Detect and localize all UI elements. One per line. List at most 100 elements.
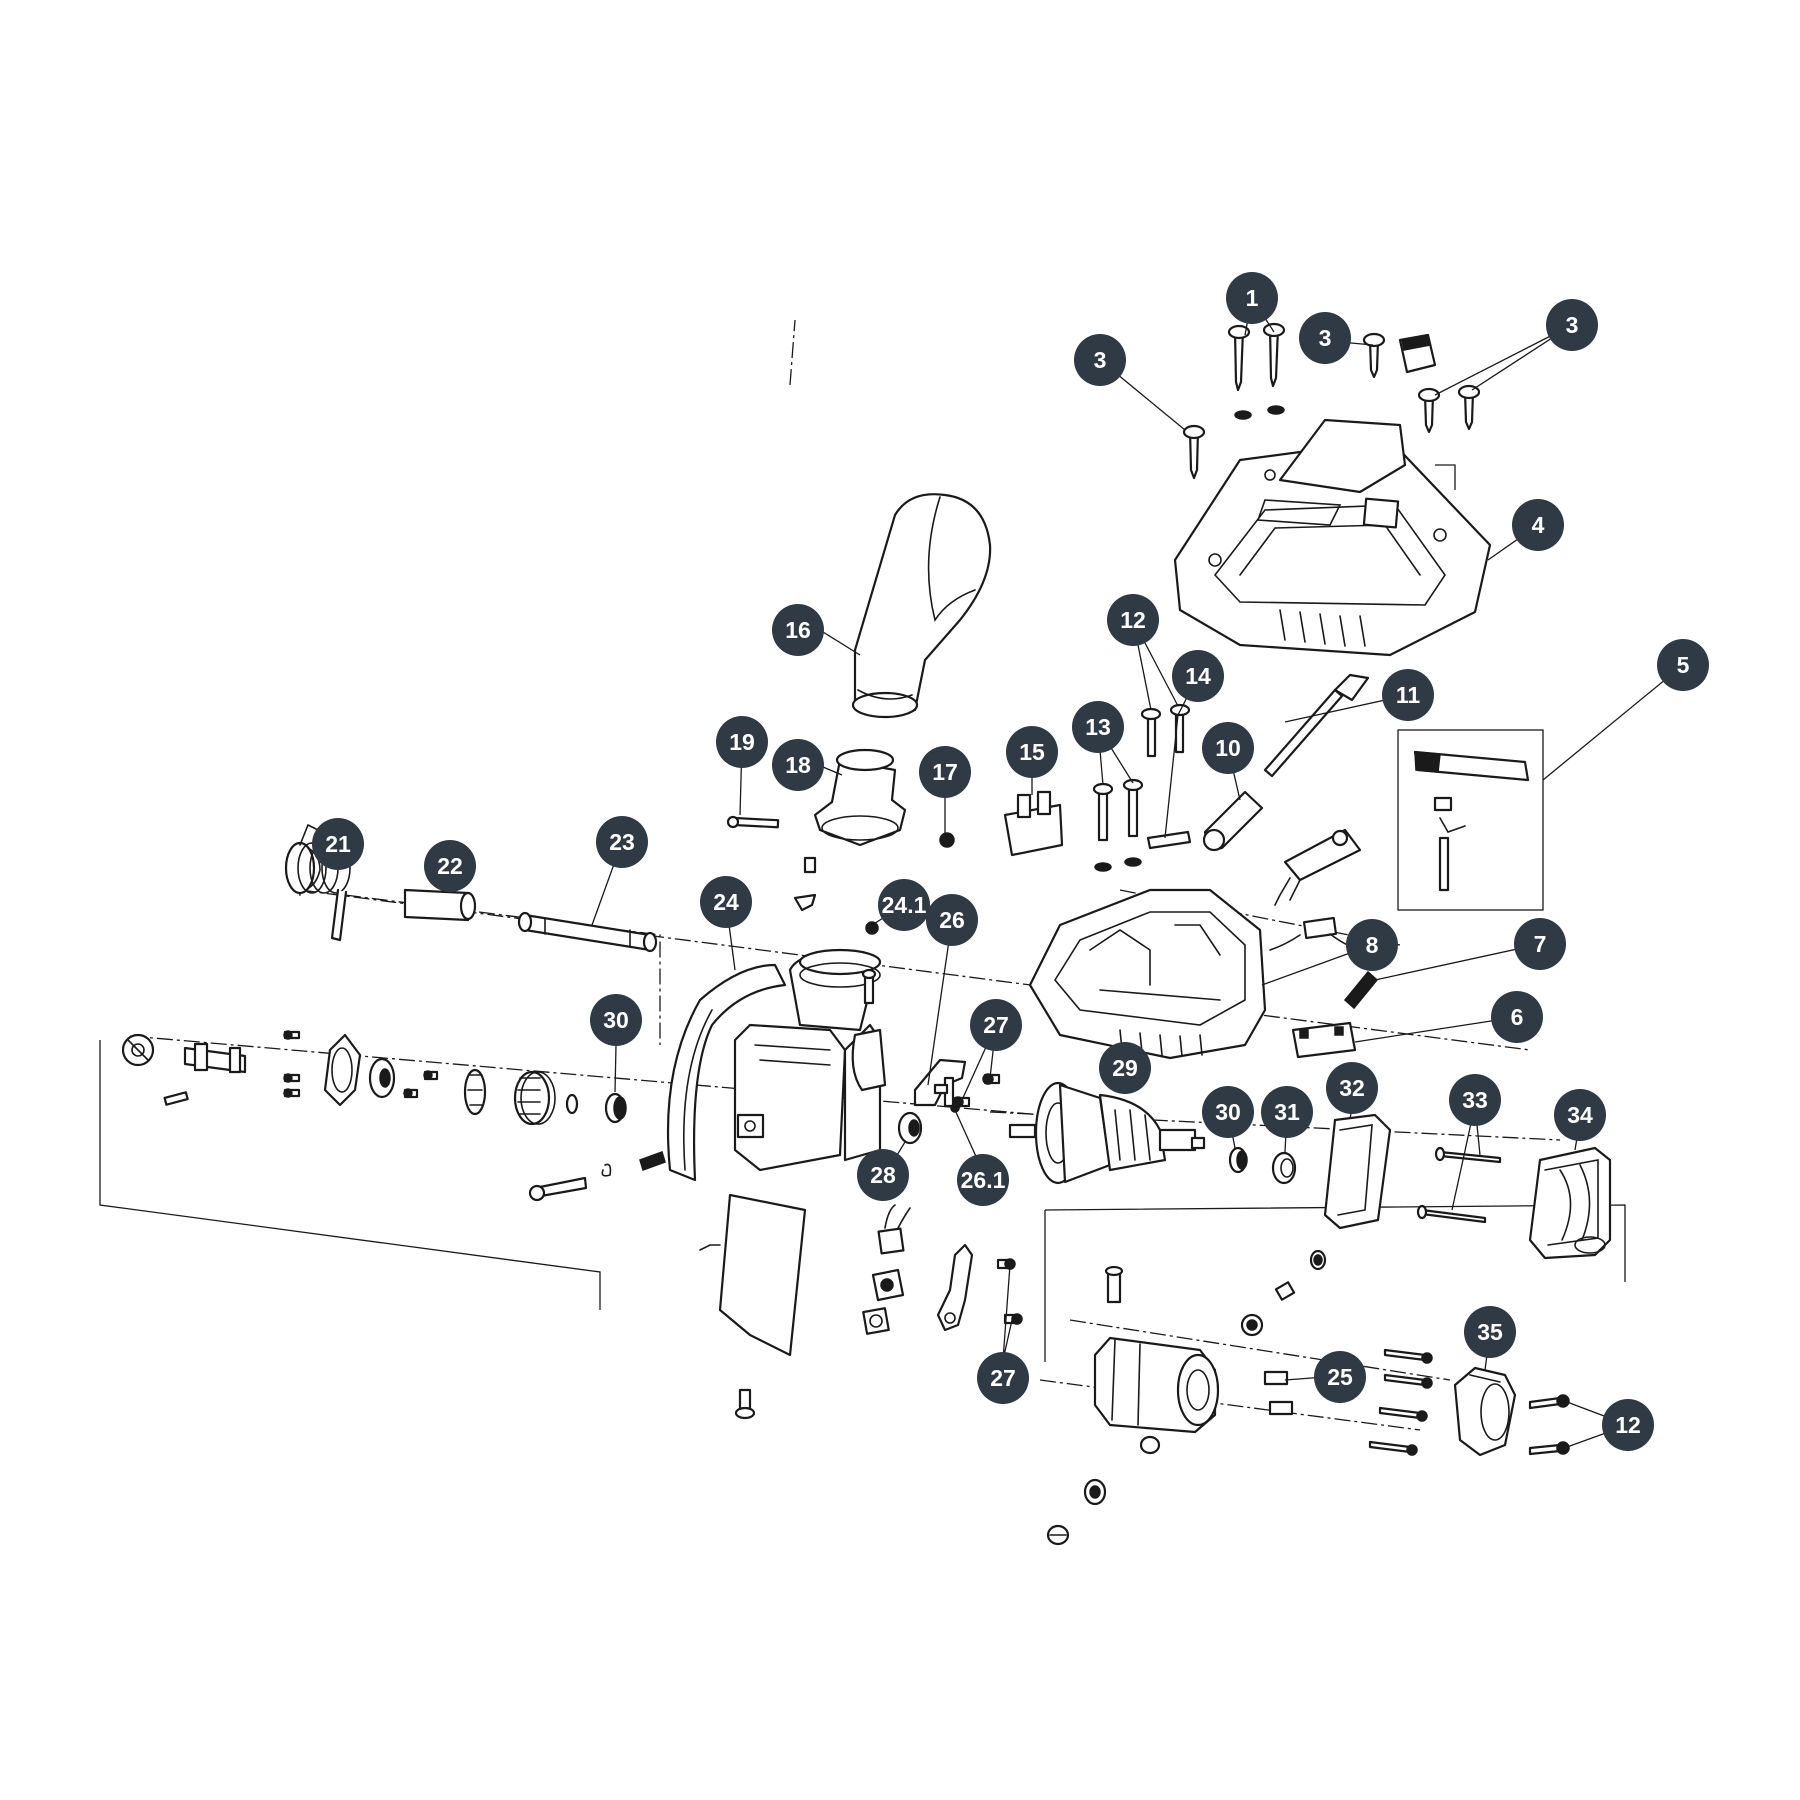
callout-3: 3 — [1074, 334, 1126, 386]
screw-icon — [1528, 1441, 1570, 1456]
screw-icon — [952, 1096, 971, 1108]
small-screws-mid — [403, 1070, 439, 1099]
svg-text:14: 14 — [1185, 663, 1211, 689]
svg-text:12: 12 — [1120, 607, 1146, 633]
washer-icon — [1267, 405, 1285, 415]
svg-text:5: 5 — [1677, 652, 1690, 678]
callout-27: 27 — [977, 1352, 1029, 1404]
screw-icon — [283, 1030, 301, 1040]
svg-text:15: 15 — [1019, 739, 1045, 765]
screw-set-top — [1182, 322, 1481, 480]
spring-7 — [1343, 970, 1379, 1010]
callout-21: 21 — [312, 818, 364, 870]
key-pin — [163, 1091, 189, 1106]
pin-19 — [726, 815, 780, 829]
chute-plate — [699, 1193, 807, 1420]
svg-text:1: 1 — [1246, 285, 1259, 311]
screw-icon — [1362, 332, 1386, 379]
gear-small — [463, 1068, 487, 1116]
svg-text:31: 31 — [1274, 1099, 1300, 1125]
screw-icon — [423, 1070, 439, 1081]
callout-3: 3 — [1299, 312, 1351, 364]
callout-15: 15 — [1006, 726, 1058, 778]
screw-icon — [1457, 384, 1481, 431]
motor-screws-25 — [1263, 1348, 1433, 1456]
gear-large — [513, 1070, 556, 1126]
callout-29: 29 — [1099, 1042, 1151, 1094]
screw-icon — [1368, 1440, 1418, 1456]
svg-text:32: 32 — [1339, 1075, 1365, 1101]
callout-30: 30 — [1202, 1086, 1254, 1138]
callout-27: 27 — [970, 999, 1022, 1051]
callout-18: 18 — [772, 739, 824, 791]
callout-11: 11 — [1382, 669, 1434, 721]
callout-17: 17 — [919, 746, 971, 798]
callout-28: 28 — [857, 1149, 909, 1201]
screw-icon — [996, 1258, 1016, 1270]
screw-icon — [1416, 1204, 1487, 1224]
svg-text:26: 26 — [939, 907, 965, 933]
clamp-14 — [1146, 830, 1192, 850]
screw-icon — [283, 1073, 301, 1083]
long-screws-33 — [1416, 1146, 1502, 1224]
terminal-block — [1003, 790, 1064, 857]
washer-left — [565, 1093, 579, 1115]
screws-12-lower — [1528, 1394, 1570, 1456]
nut-17 — [939, 832, 955, 848]
callout-32: 32 — [1326, 1062, 1378, 1114]
screw-icon — [1122, 778, 1144, 867]
bearing-30-right — [1228, 1146, 1248, 1174]
stator-34 — [1528, 1146, 1612, 1260]
callout-33: 33 — [1449, 1074, 1501, 1126]
small-screws-left — [283, 1030, 301, 1098]
callout-10: 10 — [1202, 722, 1254, 774]
svg-text:23: 23 — [609, 829, 635, 855]
callout-12: 12 — [1602, 1399, 1654, 1451]
callout-4: 4 — [1512, 499, 1564, 551]
screw-set-13 — [1092, 778, 1144, 872]
main-grip-handle — [851, 493, 992, 719]
svg-text:21: 21 — [325, 831, 351, 857]
svg-text:30: 30 — [1215, 1099, 1241, 1125]
svg-text:34: 34 — [1567, 1102, 1593, 1128]
screw-icon — [1434, 1146, 1502, 1164]
bearing-plate — [323, 1033, 362, 1107]
depth-stop-spring — [528, 1151, 666, 1202]
callout-badges: 1 3 3 3 4 5 6 7 8 10 11 12 12 13 14 15 1… — [312, 272, 1709, 1451]
screw-icon — [1140, 707, 1162, 758]
switch-lock-inset — [1397, 729, 1544, 911]
handle-top-cover — [1173, 418, 1492, 657]
callout-8: 8 — [1346, 919, 1398, 971]
svg-text:13: 13 — [1085, 714, 1111, 740]
screw-icon — [1092, 782, 1114, 872]
callout-23: 23 — [596, 816, 648, 868]
callout-12: 12 — [1107, 594, 1159, 646]
screw-icon — [403, 1088, 419, 1099]
brush-assembly — [862, 1204, 911, 1335]
svg-text:4: 4 — [1532, 512, 1545, 538]
lever-27 — [936, 1243, 1023, 1332]
svg-text:3: 3 — [1566, 312, 1579, 338]
frame-lines — [99, 464, 1626, 1362]
screw-icon — [1383, 1348, 1433, 1364]
blade-guard — [666, 963, 787, 1182]
outer-flange — [121, 1033, 155, 1067]
callout-16: 16 — [772, 604, 824, 656]
callout-35: 35 — [1464, 1306, 1516, 1358]
svg-text:7: 7 — [1534, 931, 1547, 957]
leader-lines — [319, 297, 1684, 1448]
svg-text:33: 33 — [1462, 1087, 1488, 1113]
small-capacitor — [1269, 916, 1356, 951]
callout-25: 25 — [1314, 1351, 1366, 1403]
bracket-screw — [851, 968, 887, 1092]
callout-7: 7 — [1514, 918, 1566, 970]
screw-icon — [1383, 1373, 1433, 1389]
callout-24: 24 — [700, 876, 752, 928]
callout-22: 22 — [424, 840, 476, 892]
power-cable — [1202, 673, 1370, 852]
switch-plate — [1274, 828, 1362, 906]
screws-27-upper — [952, 1073, 1001, 1108]
screw-icon — [1182, 424, 1206, 480]
svg-text:25: 25 — [1327, 1364, 1353, 1390]
